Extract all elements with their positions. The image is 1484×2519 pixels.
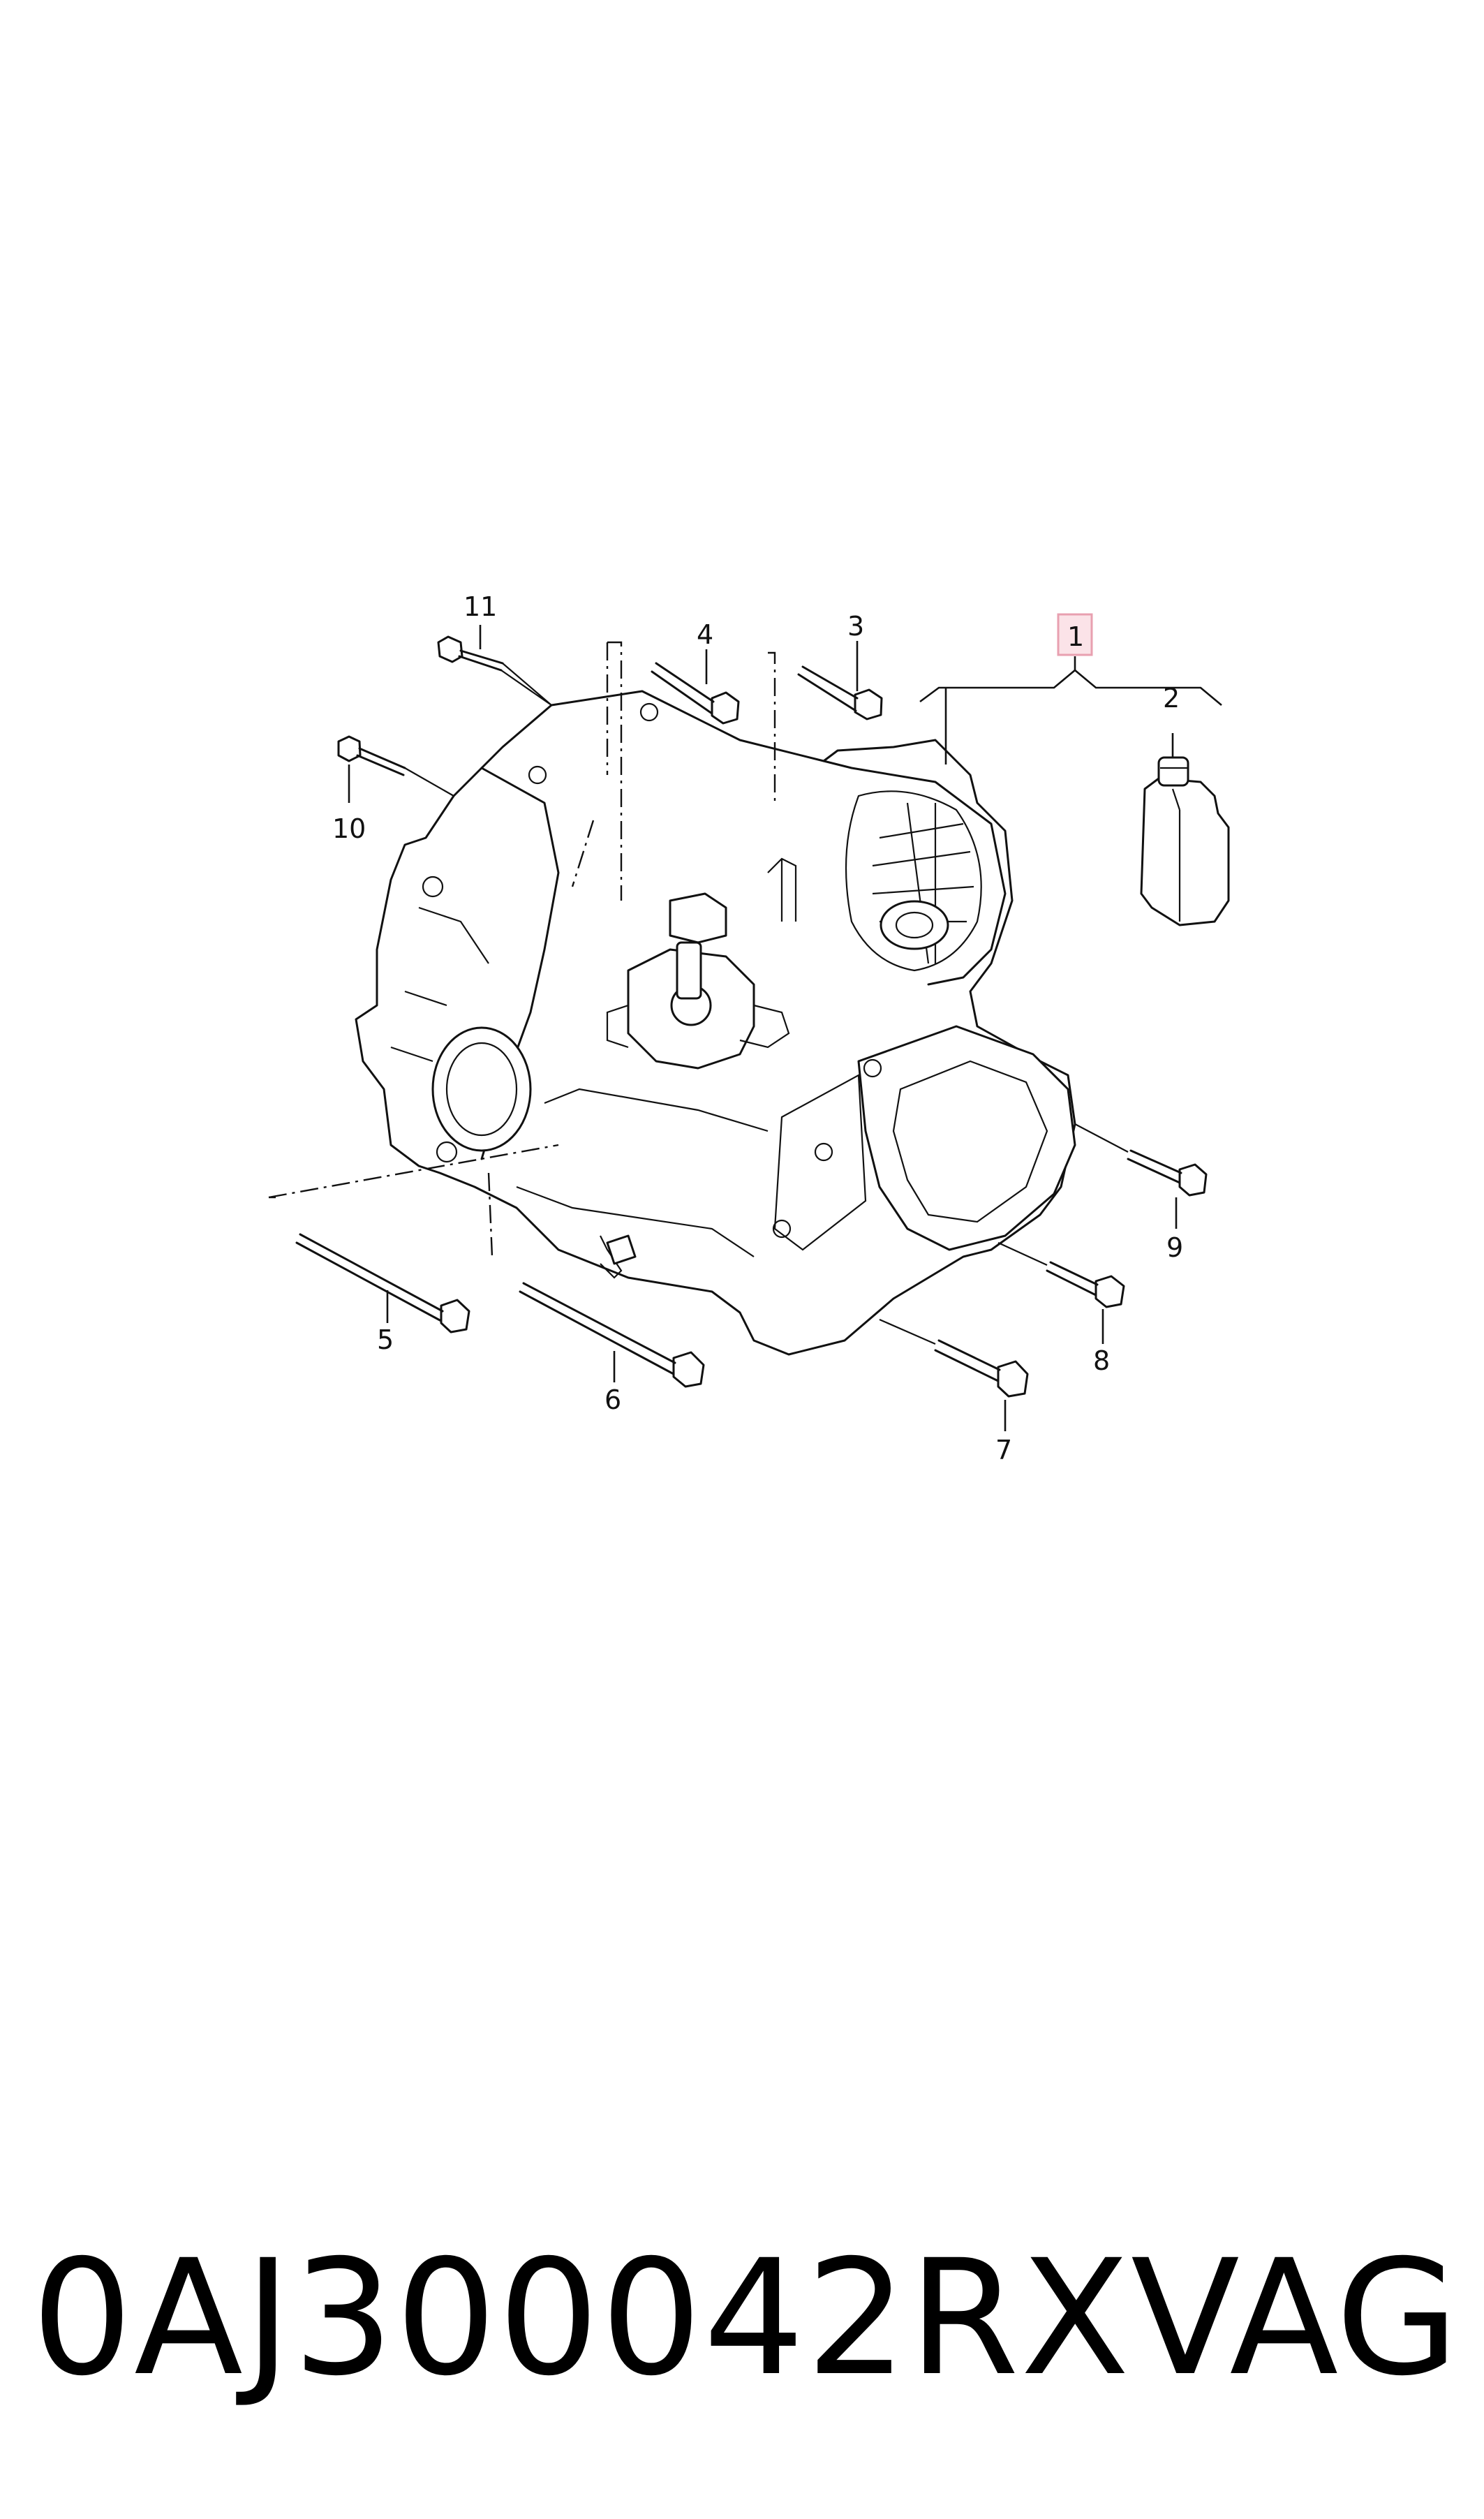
callouts: 1 2 3 4 5 6 7 8 9 10 11 xyxy=(332,591,1183,1465)
callout-1[interactable]: 1 xyxy=(1067,621,1084,652)
bolt-11 xyxy=(437,635,552,706)
assembly-lines xyxy=(268,641,776,1257)
bolt-4 xyxy=(651,662,740,725)
bolt-10 xyxy=(337,735,454,797)
brand-name: VAG xyxy=(1131,2225,1460,2411)
transmission-housing xyxy=(355,690,1076,1356)
part-number: 0AJ300042RX xyxy=(31,2225,1131,2411)
callout-2[interactable]: 2 xyxy=(1163,683,1180,714)
callout-3[interactable]: 3 xyxy=(847,611,864,642)
footer: 0AJ300042RX VAG xyxy=(0,2227,1484,2409)
bolt-3 xyxy=(797,665,883,721)
leader-lines xyxy=(348,625,1178,1431)
bolt-5 xyxy=(295,1233,470,1334)
bolt-6 xyxy=(519,1282,705,1388)
bolt-9 xyxy=(1074,1123,1208,1197)
callout-1-highlight xyxy=(1057,613,1093,656)
callout-6[interactable]: 6 xyxy=(604,1384,621,1415)
callout-11[interactable]: 11 xyxy=(463,591,497,622)
kit-bracket xyxy=(919,656,1222,764)
callout-10[interactable]: 10 xyxy=(332,813,366,844)
callout-4[interactable]: 4 xyxy=(697,619,713,650)
bolt-8 xyxy=(997,1241,1125,1308)
callout-5[interactable]: 5 xyxy=(377,1324,394,1355)
callout-8[interactable]: 8 xyxy=(1093,1345,1110,1376)
bolt-7 xyxy=(879,1318,1029,1398)
callout-7[interactable]: 7 xyxy=(995,1435,1012,1465)
callout-9[interactable]: 9 xyxy=(1166,1232,1183,1263)
oil-bottle xyxy=(1140,756,1230,926)
